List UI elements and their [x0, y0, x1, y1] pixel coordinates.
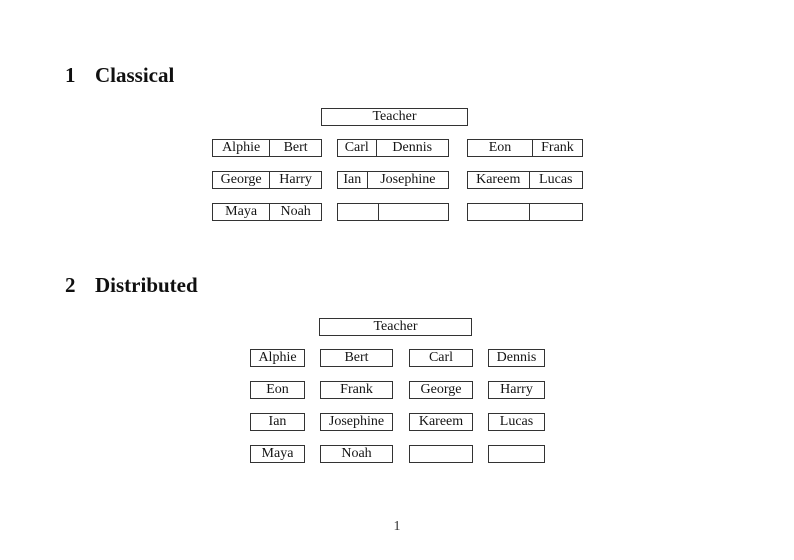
desk-seat: Dennis	[496, 350, 537, 365]
section-heading-distributed: 2 Distributed	[65, 273, 198, 298]
section-number: 2	[65, 273, 76, 297]
teacher-box: Teacher	[321, 108, 468, 126]
desk-single: Eon	[250, 381, 305, 399]
desk-seat: Josephine	[380, 172, 436, 187]
desk-seat: Eon	[468, 140, 533, 156]
desk-single-empty	[488, 445, 545, 463]
desk-seat: Dennis	[392, 140, 433, 155]
desk-seat: Ian	[268, 414, 287, 429]
desk-seat: Alphie	[213, 140, 271, 156]
desk-seat: Ian	[338, 172, 368, 188]
desk-pair-empty	[337, 203, 449, 221]
desk-seat: Bert	[283, 140, 308, 155]
desk-seat: Josephine	[328, 414, 385, 429]
desk-pair: Alphie Bert	[212, 139, 322, 157]
desk-seat: Maya	[213, 204, 271, 220]
desk-seat: Bert	[344, 350, 369, 365]
desk-single: Frank	[320, 381, 393, 399]
desk-single: Bert	[320, 349, 393, 367]
teacher-label: Teacher	[372, 109, 417, 124]
desk-seat: Carl	[428, 350, 454, 365]
desk-single: Noah	[320, 445, 393, 463]
desk-seat: Harry	[500, 382, 533, 397]
desk-pair: Maya Noah	[212, 203, 322, 221]
section-title: Classical	[95, 63, 175, 87]
desk-seat: Frank	[340, 382, 373, 397]
desk-seat: Alphie	[258, 350, 297, 365]
desk-single: Alphie	[250, 349, 305, 367]
desk-pair-empty	[467, 203, 583, 221]
desk-single: Dennis	[488, 349, 545, 367]
desk-single: Maya	[250, 445, 305, 463]
desk-single: Kareem	[409, 413, 473, 431]
desk-pair: Eon Frank	[467, 139, 583, 157]
desk-seat: Noah	[280, 204, 311, 219]
desk-seat: George	[420, 382, 462, 397]
desk-seat: Carl	[338, 140, 377, 156]
teacher-label: Teacher	[373, 319, 418, 334]
desk-seat-empty	[338, 204, 379, 220]
desk-seat-empty	[530, 204, 582, 220]
desk-single-empty	[409, 445, 473, 463]
desk-pair: Kareem Lucas	[467, 171, 583, 189]
desk-seat: Eon	[266, 382, 289, 397]
section-number: 1	[65, 63, 76, 87]
page-number: 1	[393, 519, 401, 534]
section-title: Distributed	[95, 273, 198, 297]
desk-single: Lucas	[488, 413, 545, 431]
desk-pair: George Harry	[212, 171, 322, 189]
desk-seat: Lucas	[539, 172, 573, 187]
desk-seat: Lucas	[499, 414, 534, 429]
desk-seat: Noah	[341, 446, 372, 461]
desk-seat: Frank	[541, 140, 574, 155]
desk-single: Harry	[488, 381, 545, 399]
desk-single: Josephine	[320, 413, 393, 431]
desk-seat: Kareem	[418, 414, 464, 429]
desk-single: George	[409, 381, 473, 399]
desk-pair: Ian Josephine	[337, 171, 449, 189]
desk-seat-empty	[468, 204, 530, 220]
section-heading-classical: 1 Classical	[65, 63, 174, 88]
desk-single: Ian	[250, 413, 305, 431]
desk-seat: Harry	[279, 172, 312, 187]
teacher-box: Teacher	[319, 318, 472, 336]
desk-seat-empty	[379, 204, 448, 220]
desk-single: Carl	[409, 349, 473, 367]
desk-seat: George	[213, 172, 271, 188]
desk-seat: Maya	[261, 446, 294, 461]
desk-seat: Kareem	[468, 172, 530, 188]
desk-pair: Carl Dennis	[337, 139, 449, 157]
